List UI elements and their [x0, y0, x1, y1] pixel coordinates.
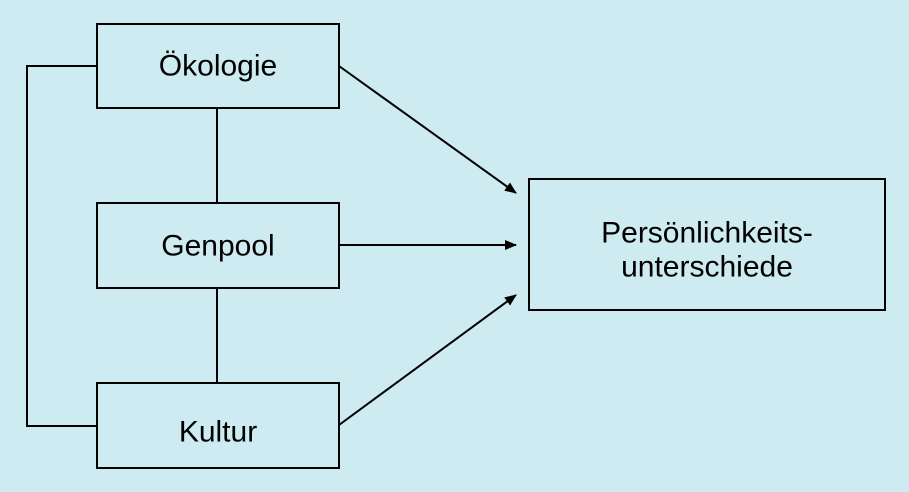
node-kultur-box: [96, 382, 340, 469]
node-target-label-line2: unterschiede: [621, 251, 793, 284]
bracket-oekologie-kultur: [26, 65, 97, 427]
node-oekologie-box: [96, 23, 340, 109]
node-target-label-line1: Persönlichkeits-: [601, 217, 813, 250]
node-target-box: [528, 178, 886, 311]
node-kultur: Kultur: [96, 382, 340, 469]
node-genpool-label: Genpool: [161, 230, 274, 263]
node-oekologie-label: Ökologie: [159, 50, 277, 83]
node-target: Persönlichkeits- unterschiede: [528, 178, 886, 311]
arrow-oekologie-to-target: [338, 65, 517, 194]
node-genpool-box: [96, 202, 340, 289]
arrow-kultur-to-target: [338, 294, 517, 426]
node-genpool: Genpool: [96, 202, 340, 289]
node-kultur-label: Kultur: [179, 416, 257, 449]
node-oekologie: Ökologie: [96, 23, 340, 109]
